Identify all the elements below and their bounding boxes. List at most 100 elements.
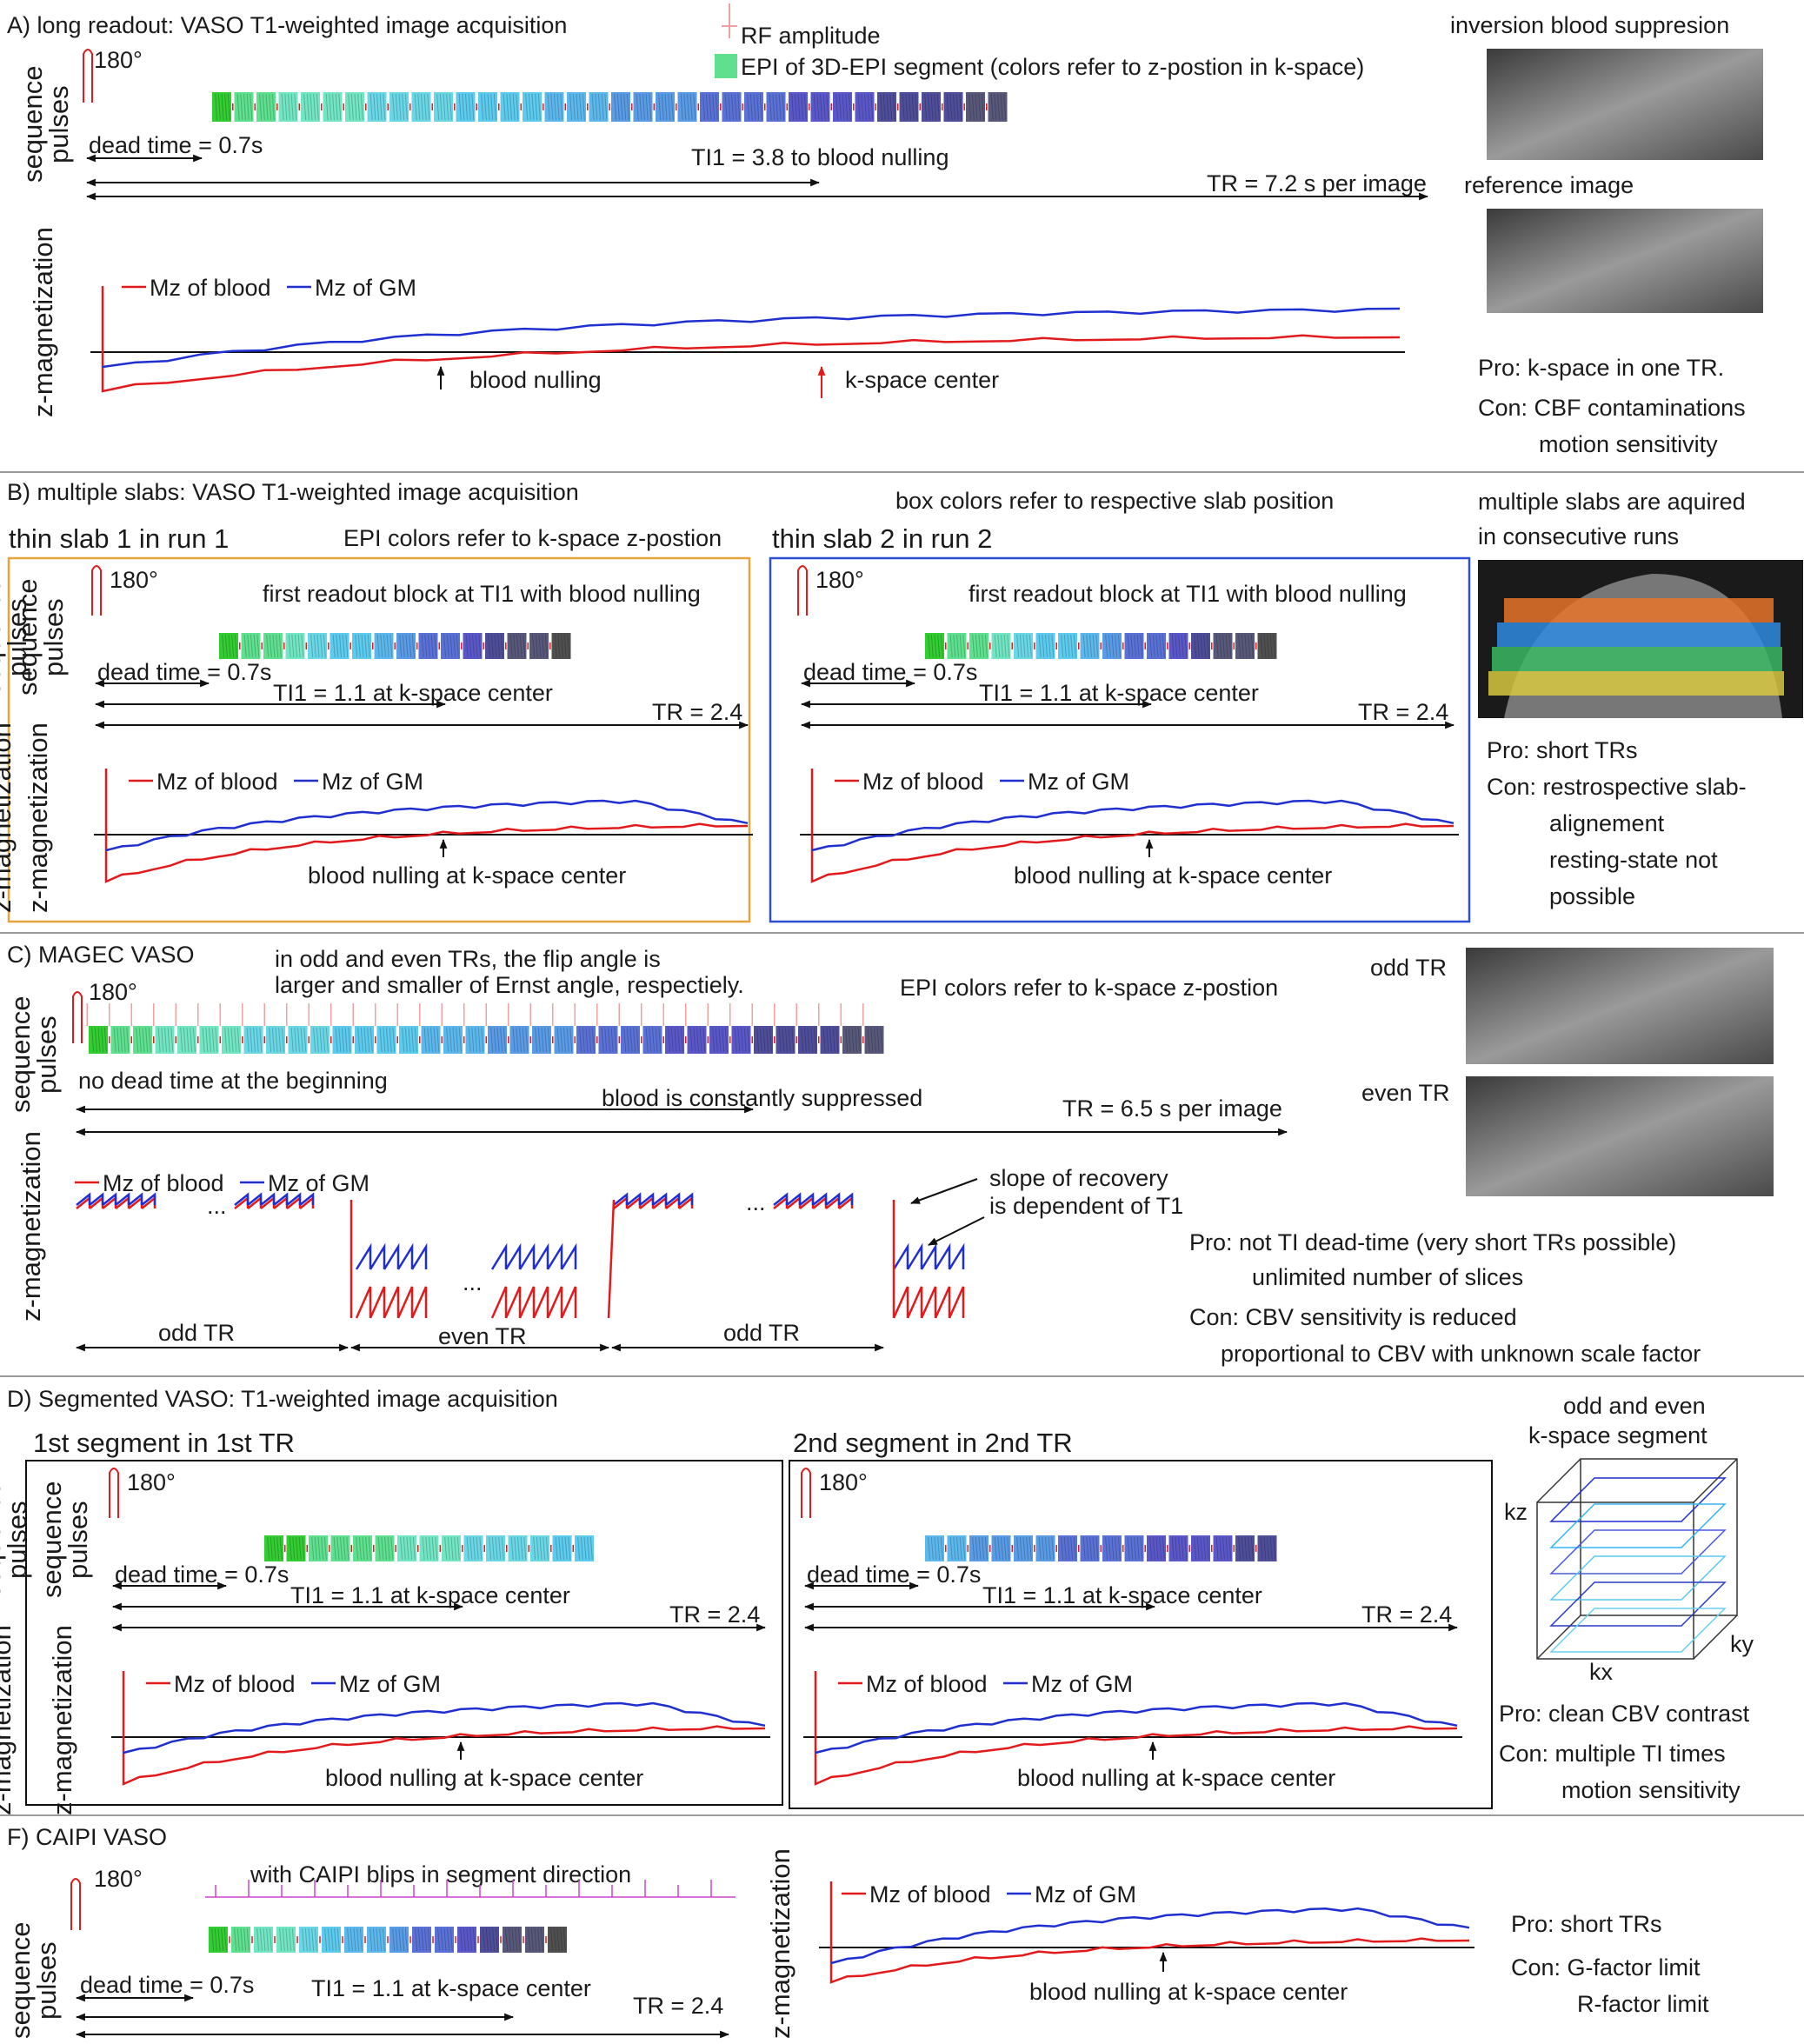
epi-echo bbox=[288, 93, 290, 121]
epi-echo bbox=[587, 1536, 590, 1561]
epi-block bbox=[353, 1535, 372, 1561]
rf-legend-label: RF amplitude bbox=[741, 23, 881, 49]
epi-echo bbox=[554, 634, 557, 658]
epi-echo bbox=[982, 634, 985, 658]
brain-image-inversion bbox=[1487, 49, 1763, 160]
epi-echo bbox=[848, 1027, 851, 1053]
epi-echo bbox=[516, 93, 519, 121]
epi-echo bbox=[1203, 1536, 1207, 1561]
epi-echo bbox=[857, 1027, 861, 1053]
first-readout-label: first readout block at TI1 with blood nu… bbox=[969, 581, 1407, 607]
epi-echo bbox=[696, 1027, 699, 1053]
epi-echo bbox=[591, 1027, 595, 1053]
epi-echo bbox=[323, 634, 326, 658]
epi-echo bbox=[677, 1027, 681, 1053]
epi-echo bbox=[680, 93, 683, 121]
epi-echo bbox=[357, 93, 361, 121]
epi-block bbox=[744, 92, 763, 122]
epi-echo bbox=[350, 93, 354, 121]
epi-echo bbox=[629, 1027, 633, 1053]
epi-echo bbox=[928, 634, 931, 658]
epi-echo bbox=[271, 1027, 275, 1053]
epi-echo bbox=[724, 93, 728, 121]
epi-echo bbox=[503, 93, 506, 121]
epi-echo bbox=[427, 1027, 430, 1053]
epi-echo bbox=[227, 93, 230, 121]
epi-echo bbox=[425, 1536, 429, 1561]
epi-echo bbox=[519, 1027, 522, 1053]
epi-block bbox=[1191, 1535, 1210, 1561]
epi-echo bbox=[356, 1536, 359, 1561]
epi-echo bbox=[1016, 1536, 1020, 1561]
epi-block bbox=[611, 92, 630, 122]
epi-echo bbox=[215, 1027, 218, 1053]
epi-legend-label: EPI of 3D-EPI segment (colors refer to z… bbox=[741, 54, 1364, 80]
epi-echo bbox=[715, 93, 718, 121]
epi-echo bbox=[955, 93, 959, 121]
epi-block bbox=[301, 92, 320, 122]
slope-note-1: slope of recovery bbox=[989, 1165, 1168, 1191]
ti1-label: TI1 = 1.1 at k-space center bbox=[979, 680, 1259, 706]
ylabel-pulses-line: sequence bbox=[0, 1481, 6, 1598]
epi-echo bbox=[560, 1927, 563, 1952]
epi-echo bbox=[400, 1536, 403, 1561]
epi-echo bbox=[741, 1027, 743, 1053]
blood-nulling-label: blood nulling at k-space center bbox=[1014, 862, 1332, 889]
epi-block bbox=[731, 1026, 751, 1054]
epi-echo bbox=[797, 93, 801, 121]
epi-echo bbox=[537, 1927, 541, 1952]
epi-echo bbox=[417, 1927, 421, 1952]
epi-echo bbox=[395, 1927, 398, 1952]
epi-echo bbox=[1003, 634, 1007, 658]
blood-curve bbox=[101, 286, 1401, 393]
epi-echo bbox=[664, 93, 668, 121]
epi-block bbox=[1035, 633, 1055, 659]
gm-sawtooth-even bbox=[355, 1242, 428, 1270]
epi-echo bbox=[1117, 634, 1121, 658]
epi-block bbox=[754, 1026, 773, 1054]
epi-echo bbox=[953, 1536, 956, 1561]
gm-sawtooth-odd bbox=[234, 1192, 315, 1206]
epi-echo bbox=[376, 634, 380, 658]
epi-block bbox=[485, 633, 504, 659]
epi-echo bbox=[541, 1027, 544, 1053]
seg1-box bbox=[25, 1460, 783, 1806]
epi-echo bbox=[446, 1027, 449, 1053]
epi-echo bbox=[367, 1027, 370, 1053]
epi-echo bbox=[1117, 1536, 1121, 1561]
ylabel-mz: z-magnetization bbox=[28, 227, 58, 417]
epi-echo bbox=[334, 1927, 337, 1952]
epi-echo bbox=[402, 1027, 405, 1053]
epi-echo bbox=[734, 1027, 737, 1053]
epi-echo bbox=[157, 1027, 161, 1053]
epi-echo bbox=[994, 634, 997, 658]
epi-echo bbox=[342, 634, 345, 658]
epi-echo bbox=[460, 1927, 463, 1952]
epi-echo bbox=[930, 1536, 934, 1561]
epi-echo bbox=[949, 1536, 953, 1561]
epi-block bbox=[264, 1535, 283, 1561]
epi-echo bbox=[633, 1027, 636, 1053]
epi-echo bbox=[454, 1536, 457, 1561]
gm-curve bbox=[123, 1701, 766, 1754]
epi-echo bbox=[440, 1927, 443, 1952]
epi-echo bbox=[346, 1536, 349, 1561]
epi-echo bbox=[1086, 1536, 1089, 1561]
epi-block bbox=[367, 92, 387, 122]
epi-echo bbox=[368, 1536, 371, 1561]
epi-echo bbox=[953, 634, 956, 658]
epi-block bbox=[285, 633, 305, 659]
epi-echo bbox=[1127, 634, 1130, 658]
epi-echo bbox=[379, 93, 383, 121]
epi-echo bbox=[355, 634, 358, 658]
epi-echo bbox=[562, 1536, 564, 1561]
tr-label: TR = 2.4 bbox=[652, 699, 742, 725]
epi-echo bbox=[295, 634, 297, 658]
epi-echo bbox=[1048, 634, 1051, 658]
epi-echo bbox=[542, 634, 545, 658]
epi-echo bbox=[1175, 1536, 1178, 1561]
transition-line bbox=[607, 1199, 616, 1319]
epi-echo bbox=[148, 1027, 151, 1053]
epi-echo bbox=[433, 1027, 436, 1053]
legend-blood-label: Mz of blood bbox=[103, 1170, 224, 1196]
